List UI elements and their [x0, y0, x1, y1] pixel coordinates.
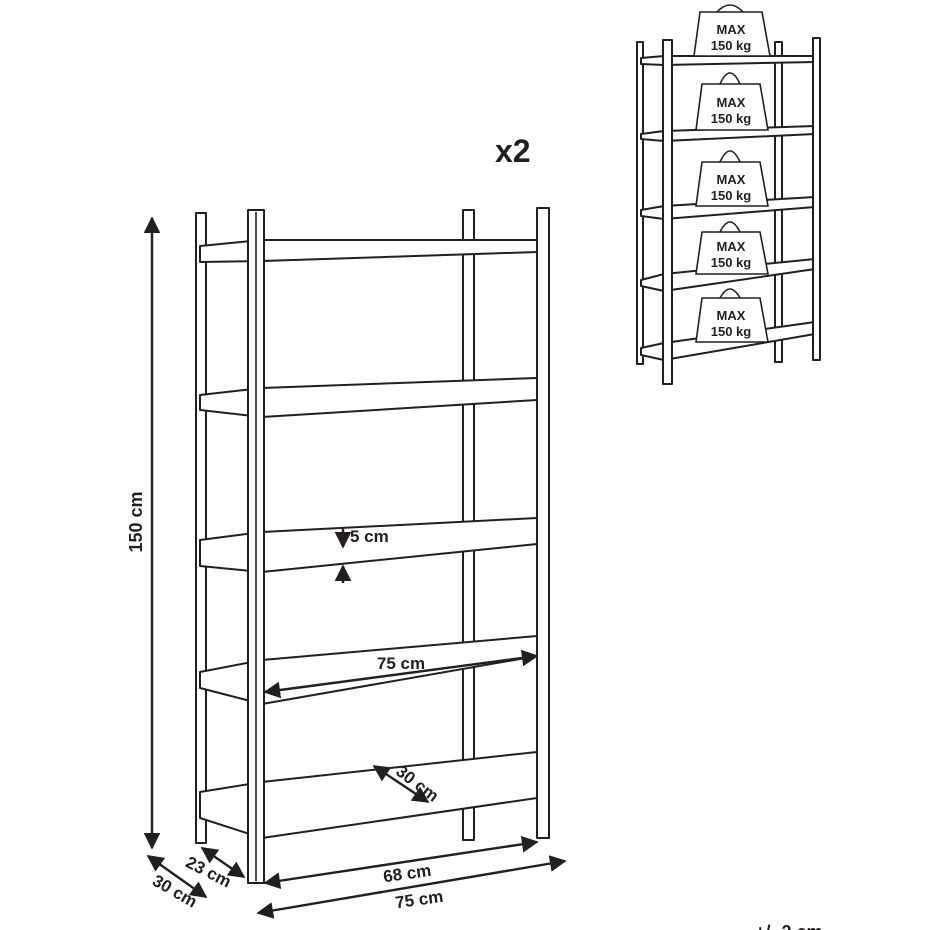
weight-4-line1: MAX — [717, 239, 746, 254]
weight-1-line1: MAX — [717, 22, 746, 37]
weight-5 — [695, 288, 769, 343]
weight-2-line2: 150 kg — [711, 111, 752, 126]
outer-depth-label: 30 cm — [149, 871, 200, 912]
quantity-label: x2 — [495, 133, 531, 169]
shelf-depth-arrow — [372, 765, 430, 803]
back-left-post — [195, 212, 207, 844]
load-diagram: MAX 150 kg MAX 150 kg MAX 150 kg MAX 150… — [636, 4, 821, 385]
dimension-lines — [143, 216, 567, 919]
weight-2 — [695, 72, 769, 131]
outer-width-label: 75 cm — [394, 887, 444, 913]
shelf-width-label: 75 cm — [377, 654, 425, 673]
front-right-post — [536, 207, 550, 839]
height-label: 150 cm — [126, 491, 146, 552]
weight-5-line1: MAX — [717, 308, 746, 323]
weight-4 — [695, 221, 769, 275]
load-front-right-post — [812, 37, 821, 361]
weight-3 — [695, 150, 769, 207]
load-back-left-post — [636, 41, 644, 365]
weight-3-line2: 150 kg — [711, 188, 752, 203]
weight-4-line2: 150 kg — [711, 255, 752, 270]
weight-1-line2: 150 kg — [711, 38, 752, 53]
shelf-width-arrow — [263, 649, 539, 699]
outer-depth-arrow — [146, 855, 208, 898]
weight-2-line1: MAX — [717, 95, 746, 110]
tolerance-label: +/- 2 cm — [755, 922, 823, 930]
outer-width-arrow — [256, 855, 567, 919]
inner-depth-arrow — [200, 847, 246, 878]
weight-3-line1: MAX — [717, 172, 746, 187]
shelf-gap-label: 5 cm — [350, 527, 389, 546]
weight-5-line2: 150 kg — [711, 324, 752, 339]
load-front-left-post — [662, 39, 673, 385]
weight-1 — [693, 4, 771, 57]
